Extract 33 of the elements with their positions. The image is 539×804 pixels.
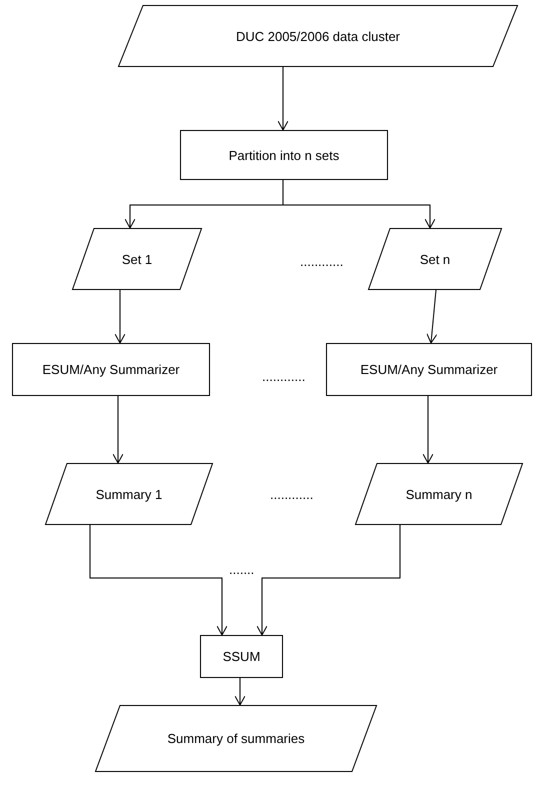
node-label: Partition into n sets (228, 148, 340, 162)
node-label: Set 1 (122, 252, 152, 266)
node-label: ESUM/Any Summarizer (42, 362, 180, 377)
ellipsis-dots: ............ (270, 487, 314, 502)
process-box (12, 343, 210, 396)
node-label: Set n (420, 252, 450, 266)
arrow (114, 290, 126, 344)
arrow (426, 290, 438, 344)
node-label: Summary 1 (96, 486, 162, 502)
data-parallelogram (95, 705, 377, 772)
arrow (282, 180, 436, 228)
node-label: Summary of summaries (167, 731, 305, 746)
arrow (234, 678, 246, 706)
ellipsis-dots: ............ (300, 254, 344, 269)
data-parallelogram (355, 463, 523, 525)
data-parallelogram (45, 463, 213, 525)
node-label: SSUM (222, 649, 260, 664)
process-box (180, 130, 388, 180)
ellipsis-dots: ............ (262, 369, 306, 384)
arrow (422, 396, 434, 464)
node-label: Summary n (406, 486, 472, 502)
process-box (200, 635, 283, 678)
data-parallelogram (368, 228, 502, 290)
process-box (326, 343, 532, 396)
arrow (112, 396, 124, 464)
arrow (90, 524, 228, 636)
arrow (256, 524, 400, 636)
node-label: DUC 2005/2006 data cluster (236, 28, 400, 44)
node-label: ESUM/Any Summarizer (360, 362, 498, 377)
data-parallelogram (72, 228, 202, 290)
arrow (278, 66, 288, 130)
data-parallelogram (118, 5, 518, 67)
ellipsis-dots: ....... (229, 562, 254, 577)
